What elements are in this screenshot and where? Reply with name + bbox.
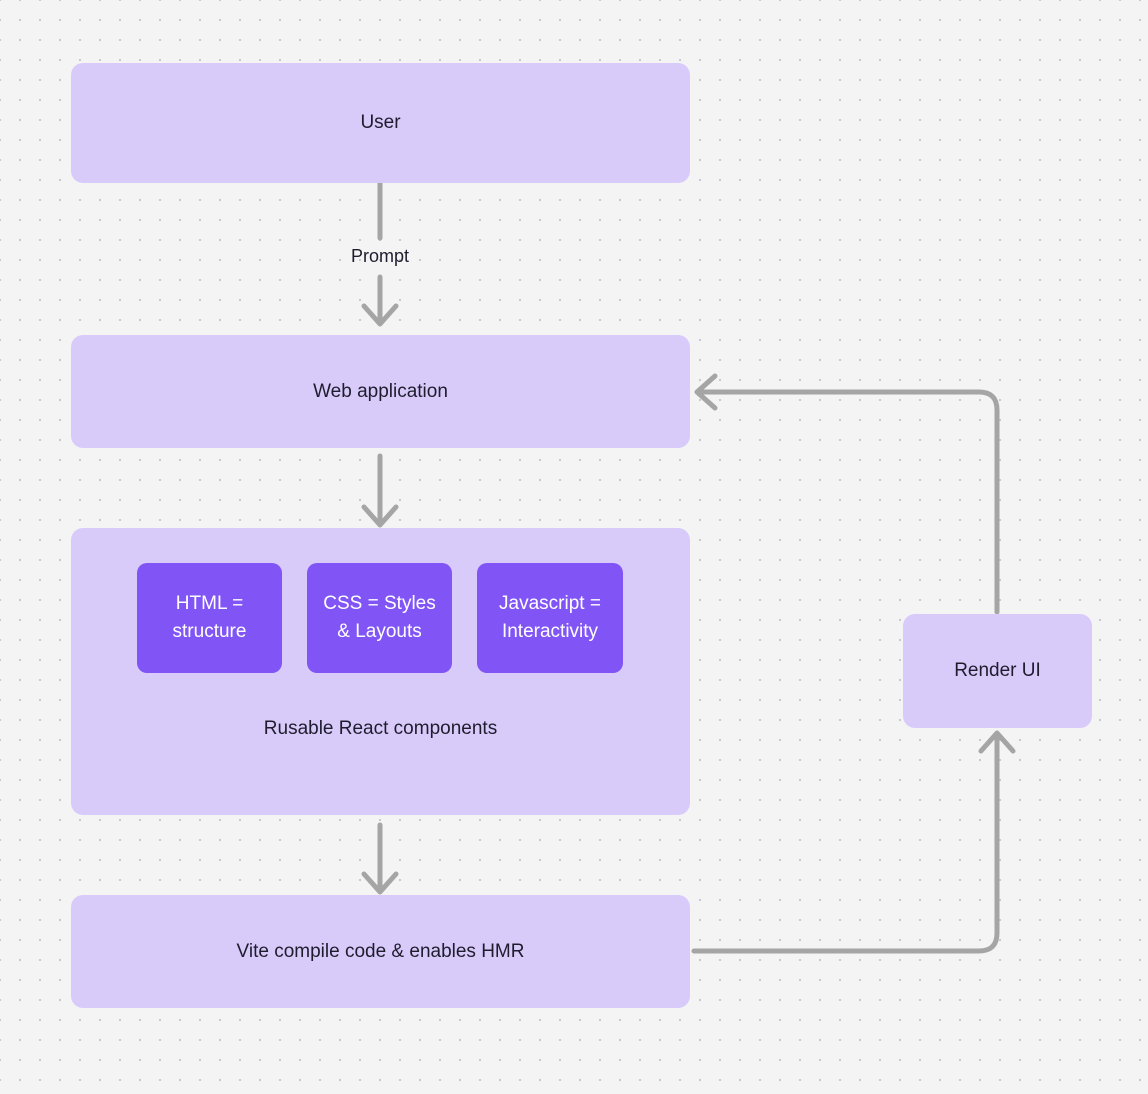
arrowhead-down-into-web-application — [361, 303, 399, 327]
edge-vite-to-render-ui-line — [691, 731, 1000, 954]
node-render-ui[interactable]: Render UI — [903, 614, 1092, 728]
node-user-label: User — [360, 112, 401, 134]
edge-components-to-vite — [361, 822, 399, 895]
node-javascript-label-line1: Javascript = — [499, 592, 601, 614]
edge-vite-to-render-ui — [691, 730, 1016, 954]
node-html-label-line1: HTML = — [175, 592, 244, 614]
node-components-group-label: Rusable React components — [263, 718, 498, 739]
arrowhead-left-into-web-application — [694, 373, 718, 411]
node-web-application[interactable]: Web application — [71, 335, 690, 448]
node-css-label: CSS = Styles & Layouts — [323, 590, 435, 647]
node-css[interactable]: CSS = Styles & Layouts — [307, 563, 452, 673]
node-javascript-label: Javascript = Interactivity — [499, 590, 601, 647]
edge-label-prompt: Prompt — [350, 246, 410, 266]
node-javascript[interactable]: Javascript = Interactivity — [477, 563, 623, 673]
node-vite[interactable]: Vite compile code & enables HMR — [71, 895, 690, 1008]
edge-render-ui-to-web-application-line — [695, 389, 1000, 615]
node-user[interactable]: User — [71, 63, 690, 183]
node-html-label-line2: structure — [172, 621, 247, 642]
node-javascript-label-line2: Interactivity — [501, 621, 599, 642]
node-html-label: HTML = structure — [173, 590, 247, 647]
node-vite-label: Vite compile code & enables HMR — [236, 940, 525, 962]
arrowhead-down-into-vite — [361, 871, 399, 895]
arrowhead-down-into-components — [361, 504, 399, 528]
arrowhead-up-into-render-ui — [978, 730, 1016, 754]
edge-web-application-to-components — [361, 453, 399, 528]
node-css-label-line1: CSS = Styles — [323, 592, 436, 614]
edge-render-ui-to-web-application — [694, 373, 1000, 615]
node-render-ui-label: Render UI — [954, 660, 1041, 682]
node-css-label-line2: & Layouts — [337, 621, 422, 642]
node-html[interactable]: HTML = structure — [137, 563, 282, 673]
node-web-application-label: Web application — [313, 380, 448, 402]
